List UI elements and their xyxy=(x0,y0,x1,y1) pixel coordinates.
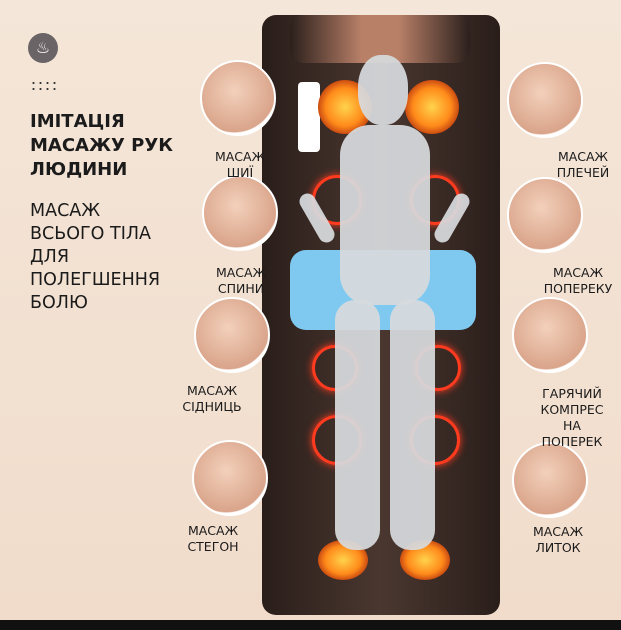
photo-thighs xyxy=(192,440,268,516)
photo-hot-compress xyxy=(512,297,588,373)
dots-decoration xyxy=(30,80,60,94)
label-lower-back: МАСАЖ ПОПЕРЕКУ xyxy=(543,265,613,296)
photo-shoulders xyxy=(507,62,583,138)
label-back: МАСАЖ СПИНИ xyxy=(215,265,267,296)
massage-icon: ♨ xyxy=(28,33,58,63)
photo-calves xyxy=(512,442,588,518)
label-hot-compress: ГАРЯЧИЙ КОМПРЕС НА ПОПЕРЕК xyxy=(540,386,604,449)
label-thighs: МАСАЖ СТЕГОН xyxy=(187,523,239,554)
subheading: МАСАЖ ВСЬОГО ТІЛА ДЛЯ ПОЛЕГШЕННЯ БОЛЮ xyxy=(30,201,161,313)
label-buttocks: МАСАЖ СІДНИЦЬ xyxy=(182,383,242,414)
label-calves: МАСАЖ ЛИТОК xyxy=(532,524,584,555)
photo-buttocks xyxy=(194,297,270,373)
label-shoulders: МАСАЖ ПЛЕЧЕЙ xyxy=(556,149,610,180)
photo-back xyxy=(202,175,278,251)
photo-neck xyxy=(200,60,276,136)
bottom-strip xyxy=(0,620,621,630)
photo-lower-back xyxy=(507,177,583,253)
label-neck: МАСАЖ ШИЇ xyxy=(214,149,266,180)
heading: ІМІТАЦІЯ МАСАЖУ РУК ЛЮДИНИ xyxy=(30,111,173,180)
control-panel xyxy=(298,82,320,152)
